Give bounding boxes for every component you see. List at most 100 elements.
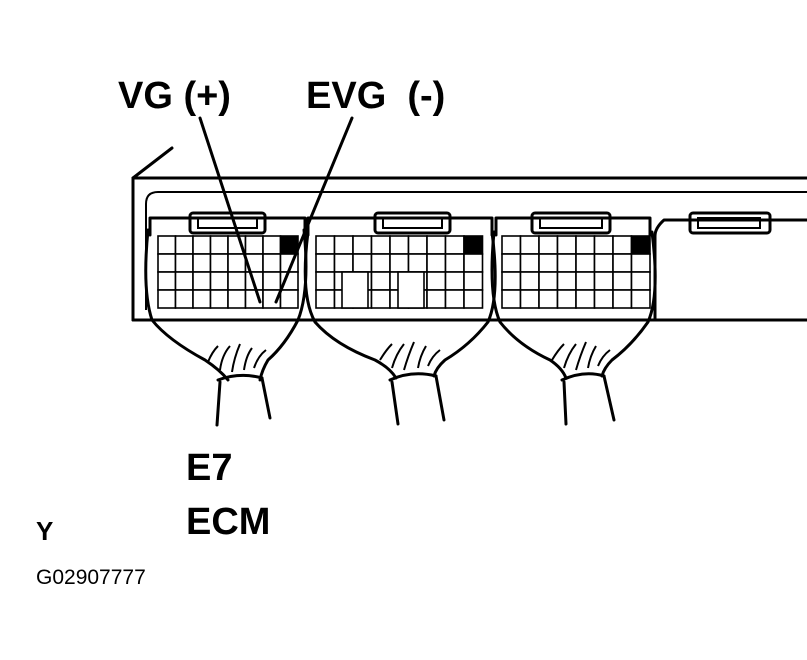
terminal-cell-e8 [463, 289, 484, 309]
terminal-cell-e8 [463, 235, 484, 255]
terminal-cell-e7 [157, 235, 177, 255]
terminal-cell-e7 [192, 253, 212, 273]
terminal-cell-e8 [389, 253, 410, 273]
terminal-cell-e7 [157, 289, 177, 309]
terminal-cell-e8 [352, 253, 373, 273]
terminal-cell-e9 [519, 289, 540, 309]
terminal-cell-e9 [575, 235, 596, 255]
keying-block [397, 271, 425, 309]
terminal-cell-e7 [227, 289, 247, 309]
terminal-cell-e9 [593, 235, 614, 255]
terminal-grid-e8 [315, 235, 484, 309]
terminal-cell-e8 [389, 235, 410, 255]
terminal-cell-e7 [279, 289, 299, 309]
terminal-cell-e8 [426, 289, 447, 309]
terminal-cell-e8 [315, 289, 336, 309]
terminal-cell-e8 [407, 235, 428, 255]
terminal-cell-e9 [612, 235, 633, 255]
terminal-cell-e9 [538, 271, 559, 291]
terminal-cell-e9 [556, 289, 577, 309]
label-ecm: ECM [186, 501, 270, 543]
terminal-cell-e7 [262, 253, 282, 273]
terminal-cell-e8 [333, 235, 354, 255]
terminal-cell-e9 [538, 253, 559, 273]
terminal-cell-e9 [575, 289, 596, 309]
terminal-cell-e8 [426, 271, 447, 291]
terminal-cell-e8 [444, 235, 465, 255]
terminal-cell-e9 [519, 235, 540, 255]
terminal-cell-e9 [612, 289, 633, 309]
terminal-cell-e9 [612, 271, 633, 291]
terminal-cell-e8 [315, 235, 336, 255]
terminal-cell-e8 [370, 271, 391, 291]
connector-e7 [144, 211, 308, 427]
label-evg-minus: EVG (-) [306, 75, 445, 117]
terminal-cell-e7 [157, 271, 177, 291]
terminal-cell-e7 [262, 271, 282, 291]
connector-e10 [653, 211, 807, 322]
terminal-cell-e8 [444, 253, 465, 273]
terminal-cell-e7 [157, 253, 177, 273]
terminal-cell-e7 [209, 271, 229, 291]
terminal-cell-e9 [630, 253, 651, 273]
terminal-cell-e9 [519, 253, 540, 273]
terminal-cell-e9 [630, 235, 651, 255]
figure-code: G02907777 [36, 566, 146, 589]
terminal-cell-e9 [593, 289, 614, 309]
terminal-cell-e7 [209, 253, 229, 273]
terminal-cell-e9 [593, 253, 614, 273]
label-vg-plus: VG (+) [118, 75, 231, 117]
terminal-cell-e8 [370, 289, 391, 309]
label-connector-e7: E7 [186, 447, 232, 489]
terminal-cell-e9 [501, 289, 522, 309]
terminal-cell-e8 [333, 253, 354, 273]
terminal-cell-e8 [370, 235, 391, 255]
connector-e8 [303, 211, 497, 426]
terminal-cell-e7 [244, 235, 264, 255]
corner-mark: Y [36, 516, 53, 546]
terminal-cell-e9 [501, 253, 522, 273]
terminal-cell-e7 [209, 289, 229, 309]
terminal-grid-e9 [501, 235, 651, 309]
connector-e9 [490, 211, 657, 426]
terminal-cell-e7 [192, 289, 212, 309]
terminal-cell-e8 [315, 253, 336, 273]
ecm-housing [131, 146, 807, 322]
terminal-cell-e9 [630, 289, 651, 309]
terminal-cell-e8 [444, 289, 465, 309]
terminal-cell-e7 [174, 289, 194, 309]
terminal-cell-e8 [352, 235, 373, 255]
terminal-cell-e9 [630, 271, 651, 291]
keying-block [341, 271, 369, 309]
terminal-cell-e8 [426, 253, 447, 273]
terminal-cell-e8 [407, 253, 428, 273]
terminal-cell-e7 [174, 235, 194, 255]
terminal-cell-e9 [612, 253, 633, 273]
terminal-grid-e7 [157, 235, 299, 309]
terminal-cell-e9 [556, 271, 577, 291]
terminal-cell-e7 [174, 253, 194, 273]
terminal-cell-e7 [174, 271, 194, 291]
terminal-cell-e7 [227, 253, 247, 273]
terminal-cell-e9 [556, 253, 577, 273]
terminal-cell-e8 [315, 271, 336, 291]
leader-line-evg [274, 116, 354, 304]
terminal-cell-e9 [538, 235, 559, 255]
terminal-cell-e9 [593, 271, 614, 291]
terminal-cell-e7 [262, 235, 282, 255]
terminal-cell-e8 [444, 271, 465, 291]
terminal-cell-e9 [501, 271, 522, 291]
terminal-cell-e9 [575, 271, 596, 291]
terminal-cell-e8 [463, 271, 484, 291]
terminal-cell-e9 [501, 235, 522, 255]
terminal-cell-e9 [556, 235, 577, 255]
terminal-cell-e7 [209, 235, 229, 255]
terminal-cell-e8 [426, 235, 447, 255]
terminal-cell-e9 [519, 271, 540, 291]
terminal-cell-e8 [370, 253, 391, 273]
terminal-cell-e7 [192, 271, 212, 291]
terminal-cell-e7 [192, 235, 212, 255]
leader-line-vg [198, 116, 262, 304]
terminal-cell-e8 [463, 253, 484, 273]
